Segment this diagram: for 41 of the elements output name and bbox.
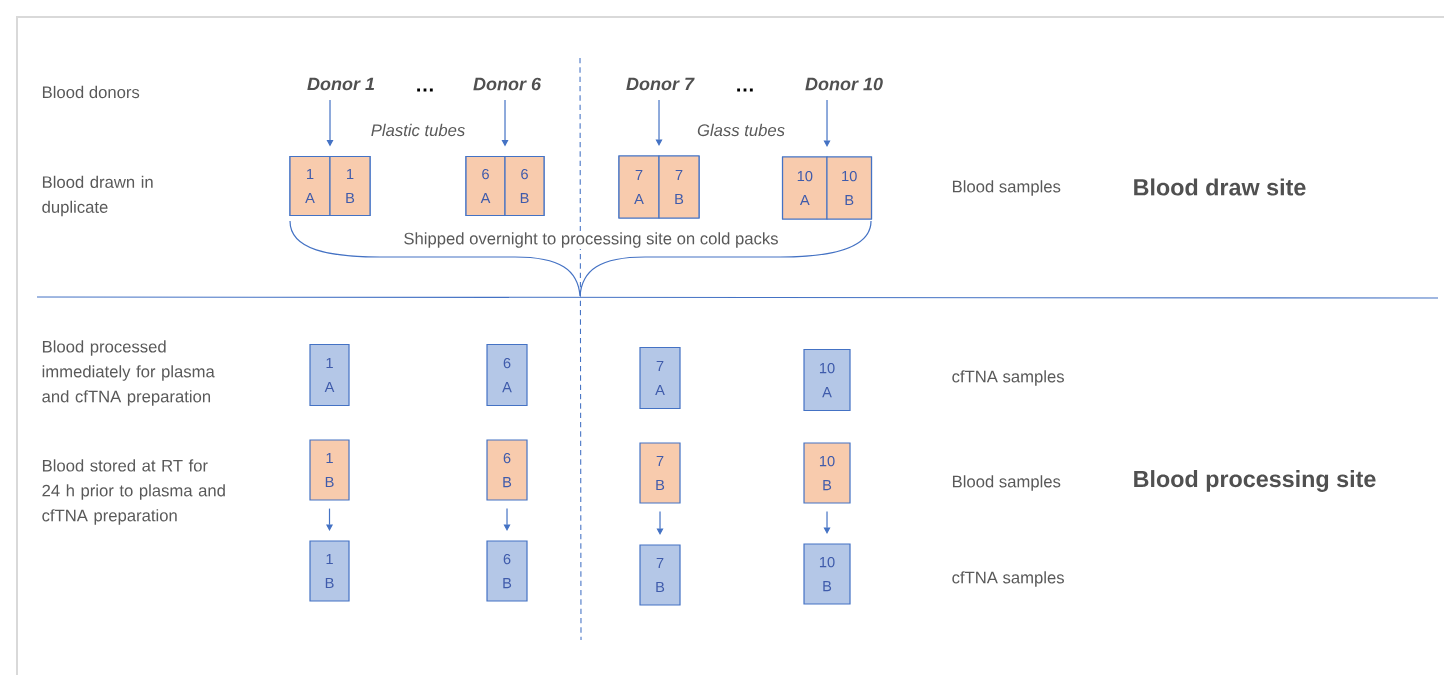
row-label: Blood donors bbox=[42, 85, 140, 99]
site-title: Blood draw site bbox=[1134, 178, 1306, 196]
donor-label: Donor 1 bbox=[307, 77, 375, 91]
tube-box: 10 A bbox=[803, 348, 851, 412]
tube-box: 10 B bbox=[826, 156, 873, 220]
row-label: Blood drawn in duplicate bbox=[42, 175, 153, 217]
tube-box: 7 B bbox=[658, 155, 700, 219]
tube-box: 1 B bbox=[309, 540, 350, 602]
tube-box: 7 B bbox=[639, 442, 681, 504]
ellipsis: … bbox=[417, 88, 433, 92]
donor-label: Donor 7 bbox=[626, 77, 695, 91]
site-title: Blood processing site bbox=[1134, 470, 1376, 492]
arrow bbox=[823, 99, 831, 147]
row-label: Blood stored at RT for 24 h prior to plasma and cfTNA preparation bbox=[42, 459, 225, 525]
ellipsis: … bbox=[737, 88, 753, 92]
tube-box: 1 A bbox=[309, 343, 350, 407]
tube-box: 10 B bbox=[803, 442, 851, 504]
tube-box: 1 B bbox=[309, 439, 350, 501]
donor-label: Donor 6 bbox=[473, 77, 542, 91]
tube-box: 7 A bbox=[639, 346, 681, 410]
tube-box: 6 A bbox=[486, 343, 528, 407]
row-label: cfTNA samples bbox=[952, 571, 1064, 587]
tube-box: 6 B bbox=[486, 540, 528, 602]
tube-type-label: Plastic tubes bbox=[371, 123, 465, 137]
arrow bbox=[655, 99, 663, 146]
tube-box: 7 A bbox=[618, 155, 660, 219]
tube-box: 7 B bbox=[639, 544, 681, 606]
row-label: Blood samples bbox=[952, 475, 1061, 491]
tube-type-label: Glass tubes bbox=[697, 123, 785, 137]
arrow bbox=[503, 508, 511, 531]
arrow bbox=[656, 511, 664, 535]
row-label: Blood samples bbox=[952, 180, 1061, 196]
tube-box: 6 B bbox=[486, 439, 528, 501]
shipping-note: Shipped overnight to processing site on cold packs bbox=[402, 230, 780, 250]
arrow bbox=[326, 508, 333, 531]
arrow bbox=[823, 511, 831, 534]
donor-label: Donor 10 bbox=[805, 77, 883, 91]
tube-box: 10 A bbox=[781, 156, 828, 220]
tube-box: 10 B bbox=[803, 543, 851, 605]
row-label: Blood processed immediately for plasma and cfTNA preparation bbox=[42, 340, 215, 406]
row-label: cfTNA samples bbox=[952, 370, 1064, 386]
